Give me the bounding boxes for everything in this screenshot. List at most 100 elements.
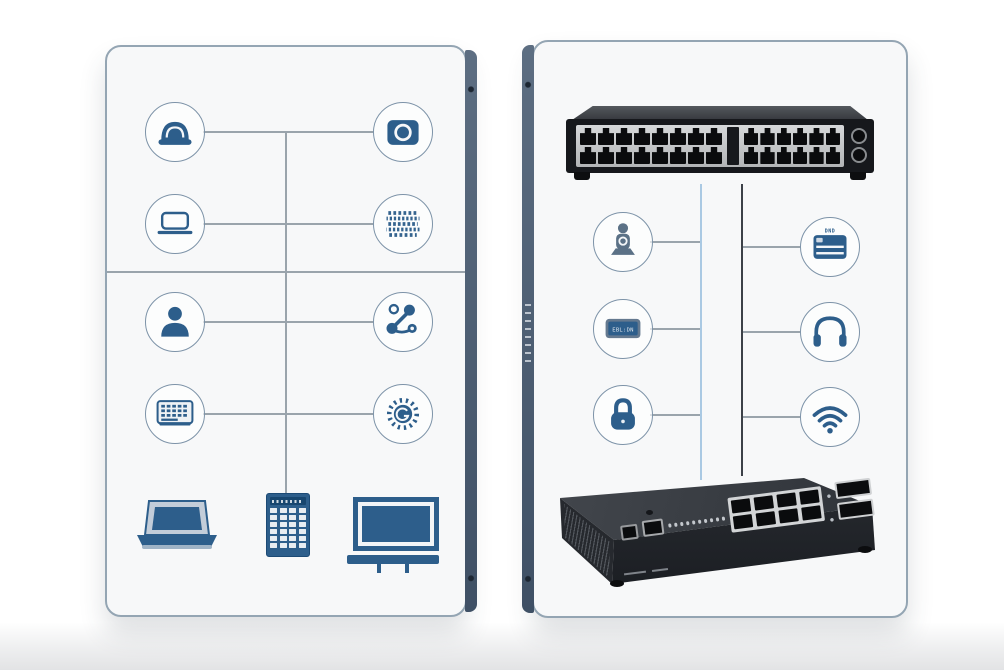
rj45-cell xyxy=(652,147,668,164)
user-icon xyxy=(161,306,189,337)
screw-hole xyxy=(646,510,653,515)
rj45-cell xyxy=(652,128,668,145)
connector-line xyxy=(203,131,373,133)
service-bell-icon xyxy=(158,121,192,145)
rj45-cell xyxy=(670,147,686,164)
round-connector xyxy=(851,128,867,144)
rj45-cell xyxy=(809,128,824,145)
headphones-icon xyxy=(813,316,847,347)
rj45-cell xyxy=(598,128,614,145)
connector-line xyxy=(203,321,373,323)
calckey-cell xyxy=(298,508,306,513)
calckey-cell xyxy=(270,529,278,534)
lcd-badge-icon: EBL:DN xyxy=(605,318,641,339)
rj45b-cell xyxy=(801,505,822,521)
calculator-graphic xyxy=(266,493,310,557)
patch-panel-foot xyxy=(850,172,866,180)
round-connectors xyxy=(847,125,871,167)
icon-node: EBL:DN xyxy=(593,299,653,359)
patch-panel-port-area xyxy=(576,125,844,167)
connector-line xyxy=(650,328,700,330)
calckey-cell xyxy=(298,529,306,534)
calckey-cell xyxy=(298,543,306,548)
rj45-cell xyxy=(706,128,722,145)
patch-panel-24-port xyxy=(566,106,874,186)
right-board: DND EBL:DN xyxy=(522,40,908,618)
icon-node xyxy=(145,384,205,444)
led-cell xyxy=(715,517,720,522)
calckey-cell xyxy=(279,543,287,548)
laptop-icon xyxy=(157,211,193,235)
switch-foot xyxy=(610,580,624,587)
calckey-cell xyxy=(279,536,287,541)
connector-line xyxy=(650,241,700,243)
icon-node xyxy=(373,194,433,254)
connector-line xyxy=(743,246,800,248)
rj45-port-grid xyxy=(727,486,826,533)
icon-node xyxy=(800,387,860,447)
usb-port xyxy=(641,518,665,537)
calckey-cell xyxy=(270,515,278,520)
port-group-right xyxy=(740,125,844,167)
sfp-port xyxy=(834,477,873,500)
calckey-cell xyxy=(270,508,278,513)
icon-node xyxy=(373,292,433,352)
led-cell xyxy=(709,518,714,522)
icon-node xyxy=(145,292,205,352)
switch-foot xyxy=(858,546,872,553)
rj45b-cell xyxy=(799,489,820,505)
keypad-icon xyxy=(156,400,194,426)
connector-line xyxy=(650,414,700,416)
icon-node xyxy=(373,384,433,444)
calckey-cell xyxy=(289,543,297,548)
calckey-cell xyxy=(279,515,287,520)
icon-node xyxy=(145,102,205,162)
patch-panel-front xyxy=(566,119,874,173)
wifi-icon xyxy=(812,406,848,434)
port-indicators xyxy=(826,490,835,526)
uplink-ports xyxy=(834,477,875,520)
rj45-cell xyxy=(670,128,686,145)
calculator-keys xyxy=(270,508,306,548)
rj45b-cell xyxy=(753,495,775,511)
patch-panel-foot xyxy=(574,172,590,180)
rj45b-cell xyxy=(755,511,777,527)
led-cell xyxy=(673,522,678,527)
rj45b-cell xyxy=(776,492,797,508)
laptop-graphic xyxy=(137,500,217,549)
calckey-cell xyxy=(279,529,287,534)
left-board xyxy=(105,45,477,617)
webcam-icon xyxy=(611,223,635,255)
rj45-cell xyxy=(580,147,596,164)
rj45-cell xyxy=(776,128,791,145)
badge-text: EBL:DN xyxy=(612,327,634,333)
port-group-divider xyxy=(727,127,739,165)
rj45-cell xyxy=(744,147,759,164)
calckey-cell xyxy=(298,515,306,520)
rj45-cell xyxy=(688,128,704,145)
calculator-display xyxy=(270,497,306,505)
round-connector xyxy=(851,147,867,163)
rj45-cell xyxy=(688,147,704,164)
icon-node xyxy=(593,212,653,272)
calckey-cell xyxy=(298,522,306,527)
center-trunk-line xyxy=(285,131,287,493)
card-label: DND xyxy=(825,228,835,234)
ground-shadow xyxy=(0,622,1004,670)
rj45b-cell xyxy=(778,508,800,524)
rj45-cell xyxy=(776,147,791,164)
rj45-cell xyxy=(580,128,596,145)
rj45-cell xyxy=(744,128,759,145)
rj45-cell xyxy=(760,147,775,164)
trunk-line-light xyxy=(700,184,702,480)
camera-icon xyxy=(387,120,419,145)
icon-node xyxy=(800,302,860,362)
rj45b-cell xyxy=(732,514,754,530)
icon-node xyxy=(145,194,205,254)
rj45-cell xyxy=(809,147,824,164)
rj45-cell xyxy=(616,147,632,164)
pixel-grid-icon xyxy=(386,211,420,237)
led-cell xyxy=(685,521,690,525)
calckey-cell xyxy=(289,515,297,520)
